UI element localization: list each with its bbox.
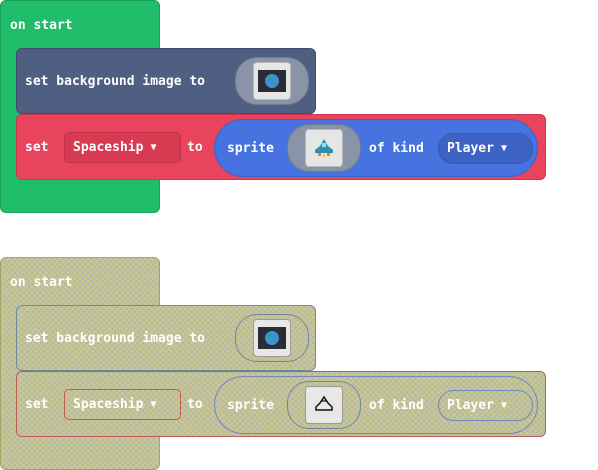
image-thumbnail[interactable] [253, 319, 291, 357]
sprite-image-picker[interactable] [287, 124, 361, 172]
kind-value: Player [447, 398, 494, 413]
to-keyword: to [187, 397, 203, 412]
image-picker[interactable] [235, 314, 309, 362]
set-keyword: set [25, 140, 49, 155]
kind-value: Player [447, 141, 494, 156]
chevron-down-icon: ▼ [500, 143, 507, 154]
variable-name: Spaceship [73, 397, 144, 412]
set-keyword: set [25, 397, 49, 412]
image-thumbnail[interactable] [253, 62, 291, 100]
set-sprite-block[interactable]: set Spaceship ▼ to sprite of kind Player… [16, 371, 546, 437]
spaceship-sprite-icon [315, 139, 333, 157]
on-start-label: on start [10, 18, 73, 33]
sprite-thumbnail[interactable] [305, 129, 343, 167]
variable-name: Spaceship [73, 140, 144, 155]
image-picker[interactable] [235, 57, 309, 105]
kind-dropdown[interactable]: Player ▼ [438, 390, 533, 421]
chevron-down-icon: ▼ [150, 142, 157, 153]
earth-image-icon [258, 70, 286, 92]
set-background-image-label: set background image to [25, 331, 206, 346]
to-keyword: to [187, 140, 203, 155]
sprite-create-block[interactable]: sprite of kind Player ▼ [214, 119, 538, 177]
kind-dropdown[interactable]: Player ▼ [438, 133, 533, 164]
of-kind-keyword: of kind [369, 141, 424, 156]
sprite-thumbnail[interactable] [305, 386, 343, 424]
on-start-label: on start [10, 275, 73, 290]
spaceship-outline-icon [315, 395, 333, 411]
chevron-down-icon: ▼ [500, 400, 507, 411]
sprite-keyword: sprite [227, 141, 274, 156]
set-background-image-block[interactable]: set background image to [16, 48, 316, 114]
sprite-image-picker[interactable] [287, 381, 361, 429]
set-background-image-block[interactable]: set background image to [16, 305, 316, 371]
variable-dropdown[interactable]: Spaceship ▼ [64, 132, 181, 163]
variable-dropdown[interactable]: Spaceship ▼ [64, 389, 181, 420]
sprite-create-block[interactable]: sprite of kind Player ▼ [214, 376, 538, 434]
set-sprite-block[interactable]: set Spaceship ▼ to sprite of kind [16, 114, 546, 180]
sprite-keyword: sprite [227, 398, 274, 413]
chevron-down-icon: ▼ [150, 399, 157, 410]
earth-image-icon [258, 327, 286, 349]
set-background-image-label: set background image to [25, 74, 206, 89]
of-kind-keyword: of kind [369, 398, 424, 413]
